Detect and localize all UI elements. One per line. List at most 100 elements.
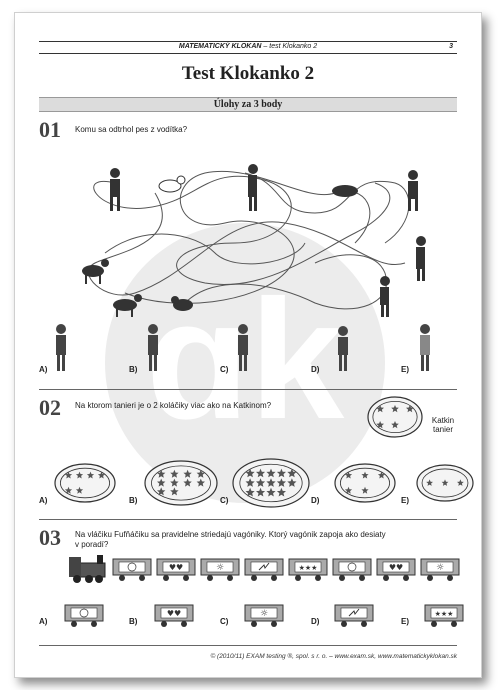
q1-option-d-label: D) bbox=[311, 365, 320, 374]
katkin-caption-line2: tanier bbox=[432, 425, 453, 434]
katkin-plate-drawing bbox=[367, 396, 423, 438]
train-wagon-1 bbox=[112, 558, 152, 581]
cookie bbox=[170, 469, 179, 478]
cookie bbox=[196, 478, 205, 487]
question-text-01: Komu sa odtrhol pes z vodítka? bbox=[75, 125, 188, 134]
cookie bbox=[441, 479, 449, 486]
svg-text:☼: ☼ bbox=[216, 563, 224, 573]
cookie bbox=[245, 468, 255, 478]
svg-text:♥♥: ♥♥ bbox=[169, 563, 183, 572]
q1-option-a-label: A) bbox=[39, 365, 48, 374]
separator-q2-q3 bbox=[39, 519, 457, 520]
svg-text:♥♥: ♥♥ bbox=[167, 609, 181, 618]
q2-answer-plates bbox=[54, 458, 474, 508]
katkin-plate-caption: Katkin tanier bbox=[425, 416, 461, 434]
plate-option-a bbox=[54, 463, 116, 503]
cookie bbox=[64, 486, 73, 494]
cookie bbox=[457, 479, 464, 486]
cookie bbox=[86, 471, 95, 479]
question-text-03: Na vláčiku Fufňáčiku sa pravidelne strie… bbox=[75, 530, 465, 550]
header-series: MATEMATICKÝ KLOKAN bbox=[178, 43, 262, 50]
plate-option-e bbox=[416, 464, 474, 502]
cookie bbox=[97, 471, 106, 479]
svg-text:☼: ☼ bbox=[260, 609, 268, 619]
cookie bbox=[256, 487, 266, 497]
cookie bbox=[75, 471, 84, 479]
cookie bbox=[266, 468, 276, 478]
katkin-caption-line1: Katkin bbox=[431, 416, 455, 425]
wagon-option-a bbox=[64, 604, 104, 627]
header-rule-bottom bbox=[39, 53, 457, 54]
cookie bbox=[377, 471, 386, 479]
page-footer: © (2010/11) EXAM testing ®, spol. s r. o… bbox=[210, 653, 457, 660]
question-text-03-line2: v poradí? bbox=[75, 540, 109, 549]
cookie bbox=[276, 468, 286, 478]
cookie bbox=[391, 421, 399, 429]
question-text-02: Na ktorom tanieri je o 2 koláčiky viac a… bbox=[75, 401, 272, 410]
worksheet-page: ɑk MATEMATICKÝ KLOKAN – test Klokanko 2 … bbox=[14, 12, 482, 678]
q2-option-e-label: E) bbox=[401, 496, 409, 505]
cookie bbox=[183, 478, 192, 487]
train-wagon-5: ★★★ bbox=[288, 558, 328, 581]
header-rule-top bbox=[39, 41, 457, 42]
question-number-02: 02 bbox=[39, 395, 61, 420]
q1-answer-figures bbox=[56, 324, 430, 371]
cookie bbox=[157, 478, 166, 487]
wagon-option-b: ♥♥ bbox=[154, 604, 194, 627]
footer-rule bbox=[39, 645, 457, 646]
q3-option-d-label: D) bbox=[311, 617, 320, 626]
cookie bbox=[391, 405, 399, 413]
cookie bbox=[344, 486, 353, 494]
train-wagon-3: ☼ bbox=[200, 558, 240, 581]
cookie bbox=[276, 487, 286, 497]
cookie bbox=[256, 468, 266, 478]
q2-option-a-label: A) bbox=[39, 496, 48, 505]
cookie bbox=[287, 468, 297, 478]
q2-option-b-label: B) bbox=[129, 496, 138, 505]
cookie bbox=[157, 487, 166, 496]
q1-option-c-label: C) bbox=[220, 365, 229, 374]
tangled-leashes-illustration bbox=[82, 164, 426, 317]
section-heading: Úlohy za 3 body bbox=[39, 97, 457, 112]
plate-option-d bbox=[334, 463, 396, 503]
cookie bbox=[344, 471, 353, 479]
cookie bbox=[266, 478, 276, 487]
cookie bbox=[157, 469, 166, 478]
cookie bbox=[426, 479, 433, 486]
cookie bbox=[75, 486, 84, 494]
cookie bbox=[245, 478, 255, 487]
svg-text:★★★: ★★★ bbox=[299, 564, 318, 572]
train-wagon-2: ♥♥ bbox=[156, 558, 196, 581]
question-text-03-line1: Na vláčiku Fufňáčiku sa pravidelne strie… bbox=[75, 530, 386, 539]
wagon-option-c: ☼ bbox=[244, 604, 284, 627]
cookie bbox=[376, 405, 384, 413]
plate-option-b bbox=[144, 460, 218, 506]
cookie bbox=[287, 478, 297, 487]
cookie bbox=[183, 469, 192, 478]
cookie bbox=[406, 405, 414, 413]
cookie bbox=[266, 487, 276, 497]
separator-q1-q2 bbox=[39, 389, 457, 390]
train-illustration: ♥♥ ☼ ★★★ ♥♥ ☼ bbox=[69, 555, 460, 583]
wagon-option-d bbox=[334, 604, 374, 627]
cookie bbox=[376, 421, 384, 429]
train-wagon-7: ♥♥ bbox=[376, 558, 416, 581]
cookie bbox=[196, 469, 205, 478]
q3-option-e-label: E) bbox=[401, 617, 409, 626]
q3-answer-wagons: ♥♥☼★★★ bbox=[64, 604, 464, 627]
header-separator: – bbox=[261, 43, 270, 50]
q3-option-c-label: C) bbox=[220, 617, 229, 626]
q1-option-b-label: B) bbox=[129, 365, 138, 374]
q2-option-c-label: C) bbox=[220, 496, 229, 505]
q3-option-a-label: A) bbox=[39, 617, 48, 626]
svg-text:☼: ☼ bbox=[436, 563, 444, 573]
page-title: Test Klokanko 2 bbox=[181, 63, 315, 84]
cookie bbox=[245, 487, 255, 497]
cookie bbox=[170, 487, 179, 496]
q2-option-d-label: D) bbox=[311, 496, 320, 505]
train-wagon-4 bbox=[244, 558, 284, 581]
question-number-01: 01 bbox=[39, 117, 61, 142]
svg-text:♥♥: ♥♥ bbox=[389, 563, 403, 572]
question-number-03: 03 bbox=[39, 525, 61, 550]
cookie bbox=[64, 471, 73, 479]
